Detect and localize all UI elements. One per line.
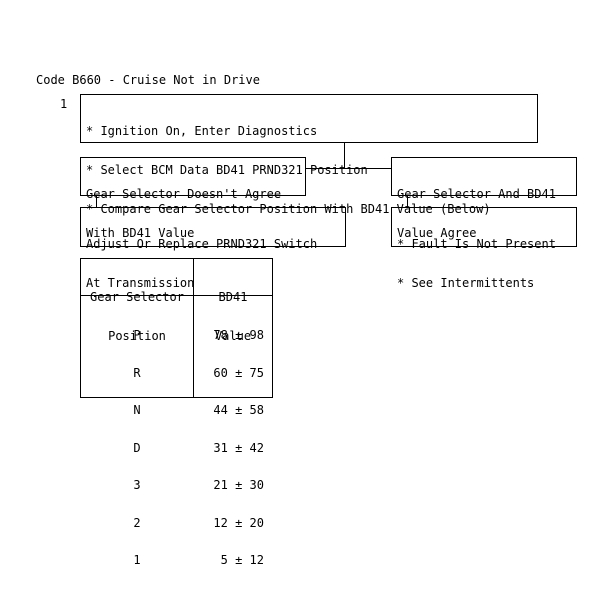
right-condition-line: Value Agree [397,226,477,240]
header-position-line: Gear Selector [90,290,184,304]
table-cell-value: 44 ± 58 [213,403,264,417]
right-condition-line: Gear Selector And BD41 [397,187,556,201]
diagram-title: Code B660 - Cruise Not in Drive [36,73,260,87]
step-number: 1 [60,97,68,111]
header-value: BD41 Value [194,265,272,369]
left-condition-line: Gear Selector Doesn't Agree [86,187,282,201]
position-column: P R N D 3 2 1 [81,304,193,592]
right-condition-box: Gear Selector And BD41 Value Agree [391,157,577,240]
left-condition-line: With BD41 Value [86,226,195,240]
right-action-box: * Fault Is Not Present * See Intermitten… [391,207,577,290]
connector-right-down [407,195,408,208]
step1-line: * Compare Gear Selector Position With BD… [86,202,491,216]
connector-left-down [96,195,97,208]
header-value-line: BD41 [218,290,248,304]
connector-step1-down [344,143,345,169]
left-action-box: Adjust Or Replace PRND321 Switch At Tran… [80,207,346,290]
value-column: 78 ± 98 60 ± 75 44 ± 58 31 ± 42 21 ± 30 … [194,304,264,592]
step1-line: * Select BCM Data BD41 PRND321 Position [86,163,368,177]
table-cell-position: D [133,440,141,455]
header-position-line: Position [108,329,166,343]
left-condition-box: Gear Selector Doesn't Agree With BD41 Va… [80,157,306,240]
table-cell-position: P [133,328,141,342]
table-cell-position: 2 [133,515,141,530]
right-action-line: * See Intermittents [397,276,535,290]
value-table: Gear Selector Position BD41 Value P R N … [80,258,273,566]
table-cell-position: 3 [133,478,141,492]
connector-branch-horizontal [305,168,392,169]
table-cell-value: 60 ± 75 [213,365,264,380]
right-action-line: * Fault Is Not Present [397,237,556,251]
table-column-divider [193,259,194,397]
table-cell-value: 12 ± 20 [213,515,264,530]
table-cell-value: 21 ± 30 [213,478,264,492]
table-cell-value: 31 ± 42 [213,440,264,455]
header-position: Gear Selector Position [81,265,193,369]
table-cell-value: 78 ± 98 [213,328,264,342]
step1-line: * Ignition On, Enter Diagnostics [86,124,318,138]
step1-box: * Ignition On, Enter Diagnostics * Selec… [80,94,538,216]
table-cell-position: 1 [133,553,141,567]
header-value-line: Value [214,329,252,343]
table-cell-position: N [133,403,141,417]
left-action-line: Adjust Or Replace PRND321 Switch [86,237,318,251]
table-header-divider [81,295,272,296]
left-action-line: At Transmission [86,276,195,290]
table-cell-value: 5 ± 12 [220,553,264,567]
table-cell-position: R [133,365,141,380]
